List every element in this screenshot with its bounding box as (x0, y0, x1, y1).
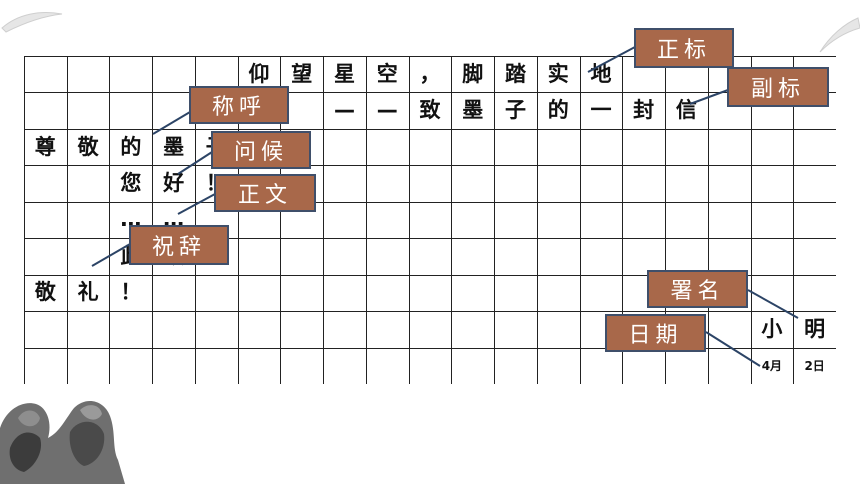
title-char: 空 (376, 61, 398, 86)
salutation-label: 称呼 (189, 86, 289, 124)
title-char: 星 (334, 61, 356, 86)
signature-label: 署名 (647, 270, 748, 308)
salutation-char: 尊 (34, 134, 56, 159)
salutation-char: 敬 (77, 134, 99, 159)
greeting-char: 好 (163, 171, 185, 196)
title-char: 踏 (504, 61, 526, 86)
subtitle-char: 一 (590, 98, 612, 123)
title-char: ， (419, 61, 441, 86)
title-label: 正标 (634, 28, 734, 68)
body-char: … (120, 207, 142, 232)
date-label: 日期 (605, 314, 706, 352)
greeting-char: 您 (120, 171, 142, 196)
title-char: 望 (291, 61, 313, 86)
subtitle-char: 墨 (462, 98, 484, 123)
salutation-char: 的 (120, 134, 142, 159)
subtitle-char: 致 (419, 98, 441, 123)
statue-image (0, 388, 125, 484)
subtitle-char: — (376, 98, 398, 123)
closing-char: 礼 (77, 280, 99, 305)
signature-char: 明 (804, 316, 826, 341)
closing-char: ！ (120, 280, 142, 305)
subtitle-label: 副标 (727, 67, 829, 107)
salutation-char: 墨 (163, 134, 185, 159)
greeting-label: 问候 (211, 131, 311, 169)
date-char: 2日 (804, 358, 825, 373)
subtitle-char: 信 (675, 98, 697, 123)
title-char: 地 (590, 61, 612, 86)
date-char: 4月 (761, 358, 783, 373)
closing-label: 祝辞 (129, 225, 229, 265)
quill-icon (1, 12, 63, 33)
closing-char: 敬 (34, 280, 56, 305)
quill-icon (819, 17, 860, 53)
title-char: 仰 (248, 61, 270, 86)
title-char: 实 (547, 61, 569, 86)
body-label: 正文 (214, 174, 316, 212)
subtitle-char: 封 (633, 98, 655, 123)
signature-char: 小 (761, 316, 783, 341)
subtitle-char: 的 (547, 98, 569, 123)
subtitle-char: — (334, 98, 356, 123)
subtitle-char: 子 (504, 98, 526, 123)
title-char: 脚 (462, 61, 484, 86)
